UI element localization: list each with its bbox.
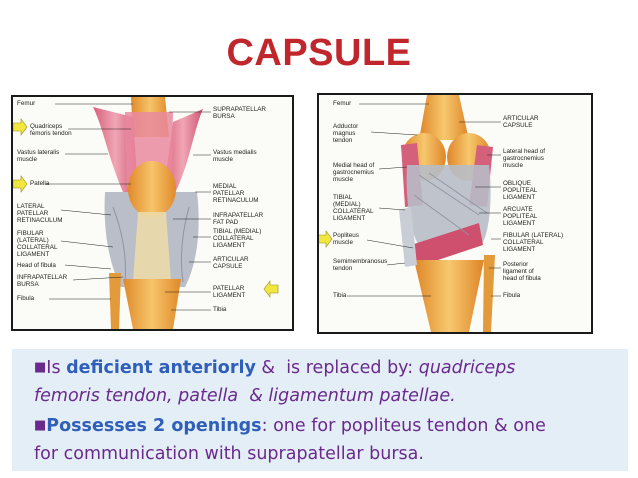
label-suprapatellar-bursa: SUPRAPATELLAR BURSA	[213, 106, 266, 120]
bullet-line-1: ■Is deficient anteriorly & is replaced b…	[34, 355, 515, 381]
popliteus-arrow-icon	[319, 230, 333, 248]
label-arcuate-popliteal-ligament: ARCUATE POPLITEAL LIGAMENT	[503, 206, 538, 227]
bullet-line-1-cont: femoris tendon, patella & ligamentum pat…	[34, 383, 456, 409]
anterior-knee-illustration	[13, 97, 279, 329]
posterior-knee-figure: Femur Adductor magnus tendon Medial head…	[317, 93, 593, 334]
label-tibia-posterior: Tibia	[333, 292, 347, 299]
patella-arrow-icon	[13, 175, 28, 193]
label-semimembranosus-tendon: Semimembranosus tendon	[333, 258, 388, 272]
bullet-square-icon: ■	[34, 360, 47, 375]
bullet-square-icon: ■	[34, 418, 47, 433]
label-femur-posterior: Femur	[333, 100, 352, 107]
slide-title: CAPSULE	[226, 32, 412, 74]
bullet2-keyword: Possesses 2 openings	[46, 416, 262, 436]
bullet-line-2-cont: for communication with suprapatellar bur…	[34, 441, 424, 467]
label-fibula-posterior: Fibula	[503, 292, 521, 299]
bullet1-keyword: deficient anteriorly	[66, 358, 256, 378]
bullet1-italic-1: quadriceps	[418, 358, 516, 378]
label-fibular-collateral-ligament-posterior: FIBULAR (LATERAL) COLLATERAL LIGAMENT	[503, 232, 564, 253]
bullet1-lead: Is	[46, 358, 67, 378]
label-tibial-collateral-ligament: TIBIAL (MEDIAL) COLLATERAL LIGAMENT	[213, 228, 262, 249]
label-quadriceps-tendon: Quadriceps femoris tendon	[30, 123, 72, 137]
label-oblique-popliteal-ligament: OBLIQUE POPLITEAL LIGAMENT	[503, 180, 538, 201]
patellar-ligament-arrow-icon	[263, 280, 279, 298]
label-adductor-magnus-tendon: Adductor magnus tendon	[333, 123, 359, 144]
label-articular-capsule: ARTICULAR CAPSULE	[213, 256, 249, 270]
label-lateral-patellar-retinaculum: LATERAL PATELLAR RETINACULUM	[17, 203, 63, 224]
label-medial-head-gastrocnemius: Medial head of gastrocnemius muscle	[333, 162, 375, 183]
posterior-knee-illustration	[319, 95, 501, 332]
bullet-line-2: ■Possesses 2 openings: one for popliteus…	[34, 413, 546, 439]
label-lateral-head-gastrocnemius: Lateral head of gastrocnemius muscle	[503, 148, 546, 169]
label-tibia: Tibia	[213, 306, 227, 313]
label-femur: Femur	[17, 100, 36, 107]
label-head-of-fibula: Head of fibula	[17, 262, 56, 269]
label-tibial-collateral-ligament-posterior: TIBIAL (MEDIAL) COLLATERAL LIGAMENT	[333, 194, 374, 222]
anterior-knee-figure: Femur Quadriceps femoris tendon Vastus l…	[11, 95, 294, 331]
quadriceps-arrow-icon	[13, 118, 28, 136]
bullet1-mid: & is replaced by:	[255, 358, 419, 378]
label-fibula: Fibula	[17, 295, 35, 302]
label-infrapatellar-fat-pad: INFRAPATELLAR FAT PAD	[213, 212, 264, 226]
label-posterior-ligament-head-of-fibula: Posterior ligament of head of fibula	[503, 261, 541, 282]
label-medial-patellar-retinaculum: MEDIAL PATELLAR RETINACULUM	[213, 183, 259, 204]
label-vastus-medialis: Vastus medialis muscle	[213, 149, 257, 163]
label-articular-capsule-posterior: ARTICULAR CAPSULE	[503, 115, 539, 129]
text-box: ■Is deficient anteriorly & is replaced b…	[12, 349, 628, 471]
label-vastus-lateralis: Vastus lateralis muscle	[17, 149, 60, 163]
label-patella: Patella	[30, 180, 50, 187]
label-popliteus-muscle: Popliteus muscle	[333, 232, 359, 246]
label-patellar-ligament: PATELLAR LIGAMENT	[213, 285, 246, 299]
bullet2-cont: for communication with suprapatellar bur…	[34, 444, 424, 464]
bullet2-rest: : one for popliteus tendon & one	[261, 416, 546, 436]
label-infrapatellar-bursa: INFRAPATELLAR BURSA	[17, 274, 68, 288]
bullet1-italic-2: femoris tendon, patella & ligamentum pat…	[34, 386, 456, 406]
label-fibular-collateral-ligament: FIBULAR (LATERAL) COLLATERAL LIGAMENT	[17, 230, 58, 258]
